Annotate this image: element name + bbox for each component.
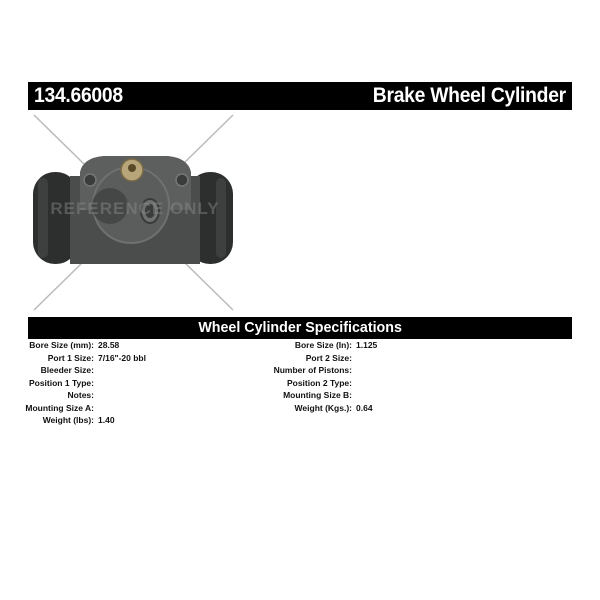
spec-row: Position 1 Type:	[0, 378, 94, 391]
spec-label: Mounting Size B:	[283, 390, 352, 400]
spec-row: Bleeder Size:	[0, 365, 94, 378]
part-number: 134.66008	[34, 84, 123, 107]
spec-row: Port 1 Size: 7/16"-20 bbl	[0, 352, 146, 366]
spec-row: Weight (Kgs.): 0.64	[0, 402, 373, 416]
part-type: Brake Wheel Cylinder	[372, 84, 566, 107]
spec-row: Weight (lbs): 1.40	[0, 415, 115, 428]
spec-label: Bore Size (In):	[294, 340, 352, 350]
spec-row: Bore Size (In): 1.125	[0, 340, 377, 353]
spec-label: Position 1 Type:	[28, 377, 94, 388]
spec-value: 1.40	[98, 415, 115, 425]
spec-label: Number of Pistons:	[273, 365, 352, 375]
spec-row: Mounting Size A:	[0, 403, 94, 416]
spec-value: 28.58	[98, 340, 120, 350]
spec-label: Notes:	[67, 390, 94, 400]
spec-label: Port 2 Size:	[305, 352, 352, 363]
spec-label: Mounting Size A:	[25, 402, 94, 413]
svg-text:REFERENCE ONLY: REFERENCE ONLY	[50, 199, 219, 218]
spec-row: Position 2 Type:	[0, 378, 352, 391]
spec-row: Number of Pistons:	[0, 365, 352, 378]
product-image: REFERENCE ONLY	[28, 110, 243, 315]
spec-row: Notes:	[0, 390, 94, 403]
spec-column-right: Bore Size (In): 1.125 Port 2 Size: Number…	[0, 340, 378, 416]
spec-row: Port 2 Size:	[0, 353, 352, 366]
spec-title: Wheel Cylinder Specifications	[198, 319, 402, 336]
spec-column-left: Bore Size (mm): 28.58 Port 1 Size: 7/16"-2…	[0, 340, 146, 428]
spec-value: 1.125	[356, 340, 378, 350]
spec-label: Weight (lbs):	[42, 415, 94, 425]
spec-value: 0.64	[356, 402, 373, 413]
spec-value: 7/16"-20 bbl	[98, 352, 146, 363]
spec-label: Position 2 Type:	[286, 377, 352, 388]
title-bar: 134.66008 Brake Wheel Cylinder	[28, 82, 572, 110]
spec-label: Bore Size (mm):	[29, 340, 94, 350]
spec-label: Port 1 Size:	[47, 352, 94, 363]
spec-label: Weight (Kgs.):	[294, 402, 352, 413]
spec-row: Mounting Size B:	[0, 390, 352, 403]
spec-row: Bore Size (mm): 28.58	[0, 340, 119, 353]
spec-section-header: Wheel Cylinder Specifications	[28, 317, 572, 339]
spec-label: Bleeder Size:	[40, 365, 94, 375]
